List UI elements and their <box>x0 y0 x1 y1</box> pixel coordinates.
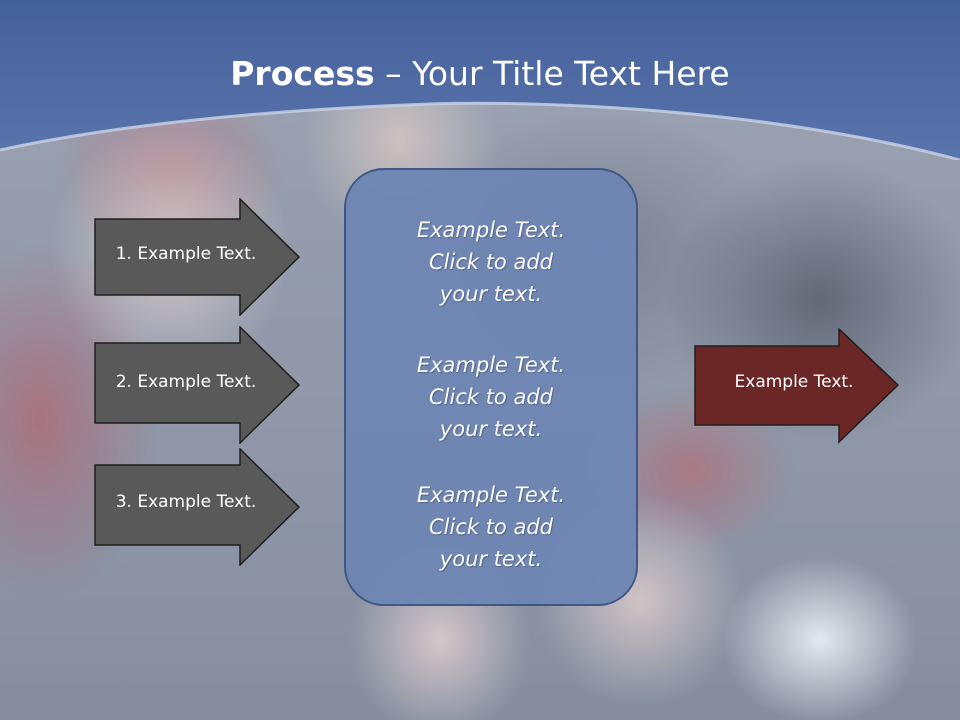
center-text-line: Click to add <box>428 385 553 409</box>
title-bold: Process <box>230 54 375 93</box>
center-text-line: your text. <box>439 547 543 571</box>
center-text-line: your text. <box>439 417 543 441</box>
slide-title[interactable]: Process – Your Title Text Here <box>0 52 960 96</box>
center-text-line: Example Text. <box>416 218 566 242</box>
arrow-shape-3 <box>94 448 301 566</box>
step-arrow-label-2: 2. Example Text. <box>115 372 257 392</box>
center-text-block-2: Example Text. Click to add your text. <box>346 349 636 445</box>
center-text-block-1: Example Text. Click to add your text. <box>346 214 636 310</box>
step-arrow-label-1: 1. Example Text. <box>115 244 257 264</box>
center-text-line: your text. <box>439 282 543 306</box>
arrow-shape-1 <box>94 198 301 316</box>
result-arrow[interactable]: Example Text. <box>694 328 900 444</box>
header-banner <box>0 0 960 160</box>
step-arrow-3[interactable]: 3. Example Text. <box>94 448 302 566</box>
center-text-line: Example Text. <box>416 353 566 377</box>
step-arrow-1[interactable]: 1. Example Text. <box>94 198 302 316</box>
center-text-box[interactable]: Example Text. Click to add your text. Ex… <box>344 168 638 606</box>
center-text-line: Click to add <box>428 515 553 539</box>
step-arrow-2[interactable]: 2. Example Text. <box>94 326 302 444</box>
arrow-shape-2 <box>94 326 301 444</box>
result-arrow-shape <box>694 328 900 444</box>
center-text-block-3: Example Text. Click to add your text. <box>346 479 636 575</box>
title-rest: – Your Title Text Here <box>374 54 730 93</box>
center-text-line: Click to add <box>428 250 553 274</box>
center-text-line: Example Text. <box>416 483 566 507</box>
result-arrow-label: Example Text. <box>734 372 854 392</box>
step-arrow-label-3: 3. Example Text. <box>115 492 257 512</box>
